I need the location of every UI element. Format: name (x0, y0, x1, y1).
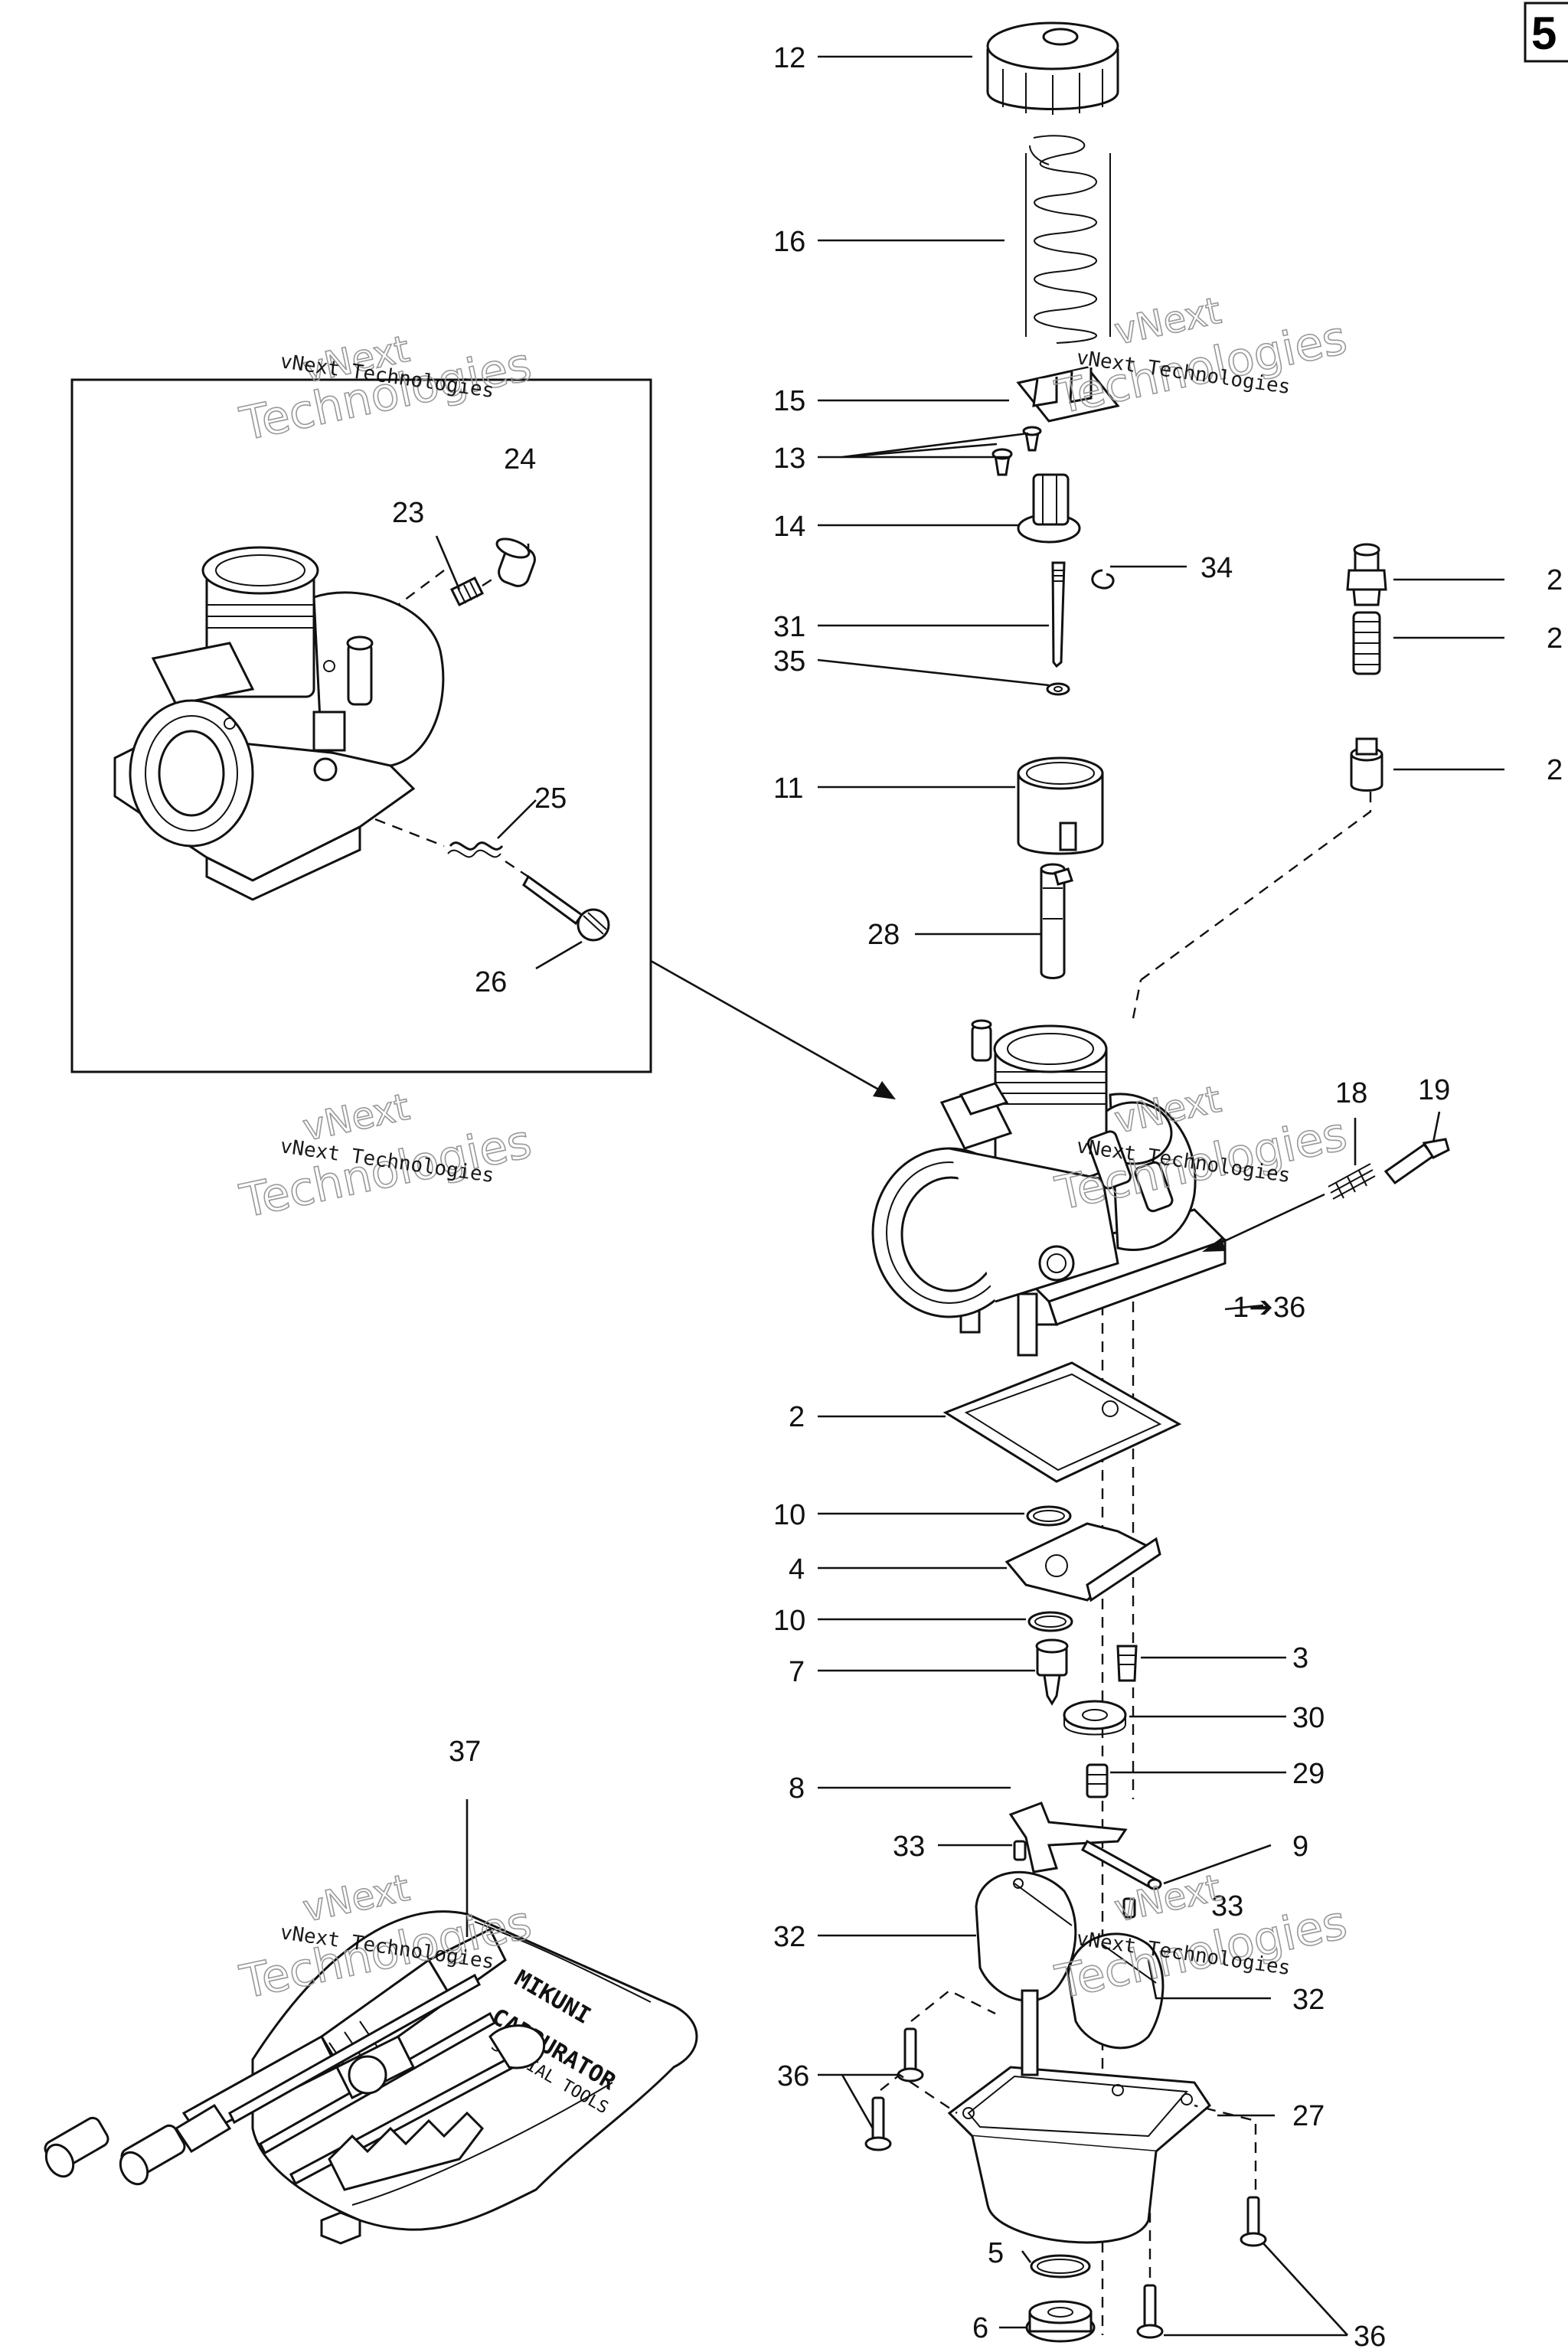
callout-32a: 32 (773, 1921, 805, 1953)
part-20-fitting (1346, 543, 1387, 606)
screw-36-c (1240, 2196, 1267, 2247)
callout-8: 8 (789, 1772, 805, 1805)
part-7-needle-valve (1035, 1638, 1069, 1706)
callout-37: 37 (449, 1736, 481, 1768)
screw-36-b (864, 2096, 892, 2151)
part-32-float-b (1067, 1932, 1165, 2050)
callout-23: 23 (392, 497, 424, 529)
callout-10a: 10 (773, 1499, 805, 1531)
callout-5: 5 (988, 2237, 1004, 2269)
part-33-pin-a (1013, 1840, 1027, 1861)
callout-1-to-36: 1➔36 (1233, 1292, 1305, 1324)
callout-25: 25 (534, 782, 567, 815)
callout-22: 2 (1547, 754, 1563, 786)
callout-13: 13 (773, 443, 805, 475)
part-12-top-cap (986, 21, 1119, 115)
page-number-tab: 5 (1524, 2, 1568, 63)
part-23-screw (449, 574, 498, 607)
callout-16: 16 (773, 226, 805, 258)
callout-36b: 36 (1354, 2321, 1386, 2352)
part-11-slide (1017, 756, 1104, 855)
part-10-oring-b (1027, 1611, 1073, 1632)
callout-24: 24 (504, 443, 536, 475)
inset-carburetor-body (113, 546, 445, 901)
callout-2: 2 (789, 1401, 805, 1433)
callout-12: 12 (773, 42, 805, 74)
callout-35: 35 (773, 645, 805, 678)
callout-18: 18 (1335, 1077, 1367, 1109)
part-8-float-arm (1008, 1802, 1128, 1873)
part-6-drain-plug (1025, 2300, 1096, 2343)
callout-28: 28 (867, 919, 900, 951)
part-29-jet (1086, 1763, 1109, 1798)
part-15-plate (1016, 366, 1120, 423)
wrench-shapes (320, 2024, 546, 2245)
callout-31: 31 (773, 611, 805, 643)
part-24-cap (495, 537, 536, 587)
part-14-holder (1017, 473, 1081, 544)
screw-36-a (897, 2027, 924, 2082)
callout-10b: 10 (773, 1605, 805, 1637)
callout-33a: 33 (893, 1831, 925, 1863)
watermark-3: vNext Technologies vNext Technologies (235, 1085, 537, 1230)
watermarks: vNext Technologies vNext Technologies vN… (235, 289, 1352, 2011)
part-33-pin-b (1122, 1897, 1136, 1919)
callout-36a: 36 (777, 2060, 809, 2092)
callout-32b: 32 (1292, 1984, 1325, 2016)
callout-30: 30 (1292, 1702, 1325, 1734)
part-4-plate (1004, 1522, 1161, 1602)
callout-6: 6 (972, 2312, 988, 2344)
part-3-jet (1116, 1645, 1138, 1682)
callout-27: 27 (1292, 2100, 1325, 2132)
leader-lines (435, 55, 1504, 2337)
part-28-needle-jet (1040, 863, 1073, 979)
part-30-washer (1063, 1700, 1127, 1736)
part-18-arrow (1202, 1193, 1325, 1252)
screw-36-d (1136, 2284, 1164, 2339)
part-25-spring (447, 841, 504, 858)
callout-26: 26 (475, 966, 507, 998)
callout-9: 9 (1292, 1831, 1308, 1863)
watermark-1: vNext Technologies vNext Technologies (235, 327, 537, 452)
callout-11: 11 (773, 773, 803, 805)
part-31-needle (1051, 561, 1066, 668)
callout-21: 2 (1547, 622, 1563, 655)
part-27-float-bowl (947, 1989, 1211, 2244)
inset-box (70, 378, 652, 1073)
part-9-pin (1080, 1839, 1162, 1890)
main-carburetor-body (871, 1019, 1227, 1357)
callout-20: 2 (1547, 564, 1563, 596)
callout-15: 15 (773, 385, 805, 417)
part-35-washer (1046, 682, 1070, 696)
part-34-clip (1091, 569, 1115, 590)
part-26-screw (522, 874, 610, 942)
callout-19: 19 (1418, 1074, 1450, 1106)
socket-tools (44, 2103, 232, 2186)
callout-4: 4 (789, 1553, 805, 1586)
part-5-oring (1030, 2254, 1091, 2278)
part-10-oring-a (1026, 1505, 1072, 1527)
inset-arrow (650, 959, 896, 1099)
part-18-spring (1328, 1163, 1376, 1200)
callout-34: 34 (1200, 552, 1233, 584)
part-2-gasket (942, 1361, 1182, 1483)
callout-33b: 33 (1211, 1890, 1243, 1922)
part-16-spring (1025, 135, 1111, 344)
watermark-2: vNext Technologies vNext Technologies (1050, 289, 1352, 426)
part-32-float-a (975, 1870, 1077, 2002)
callout-numbers: 12 16 15 13 14 34 31 35 11 28 24 23 25 2… (392, 42, 1563, 2352)
callout-7: 7 (789, 1656, 805, 1688)
part-21-spring (1352, 611, 1381, 675)
part-22-plunger (1350, 737, 1383, 792)
page-number: 5 (1531, 8, 1557, 59)
callout-29: 29 (1292, 1758, 1325, 1790)
part-37-tool-kit: MIKUNI CARBURATOR SPECIAL TOOLS (44, 1910, 698, 2245)
part-36-screws (864, 1989, 1267, 2339)
callout-14: 14 (773, 511, 805, 543)
callout-3: 3 (1292, 1642, 1308, 1674)
part-19-screw (1383, 1138, 1450, 1185)
